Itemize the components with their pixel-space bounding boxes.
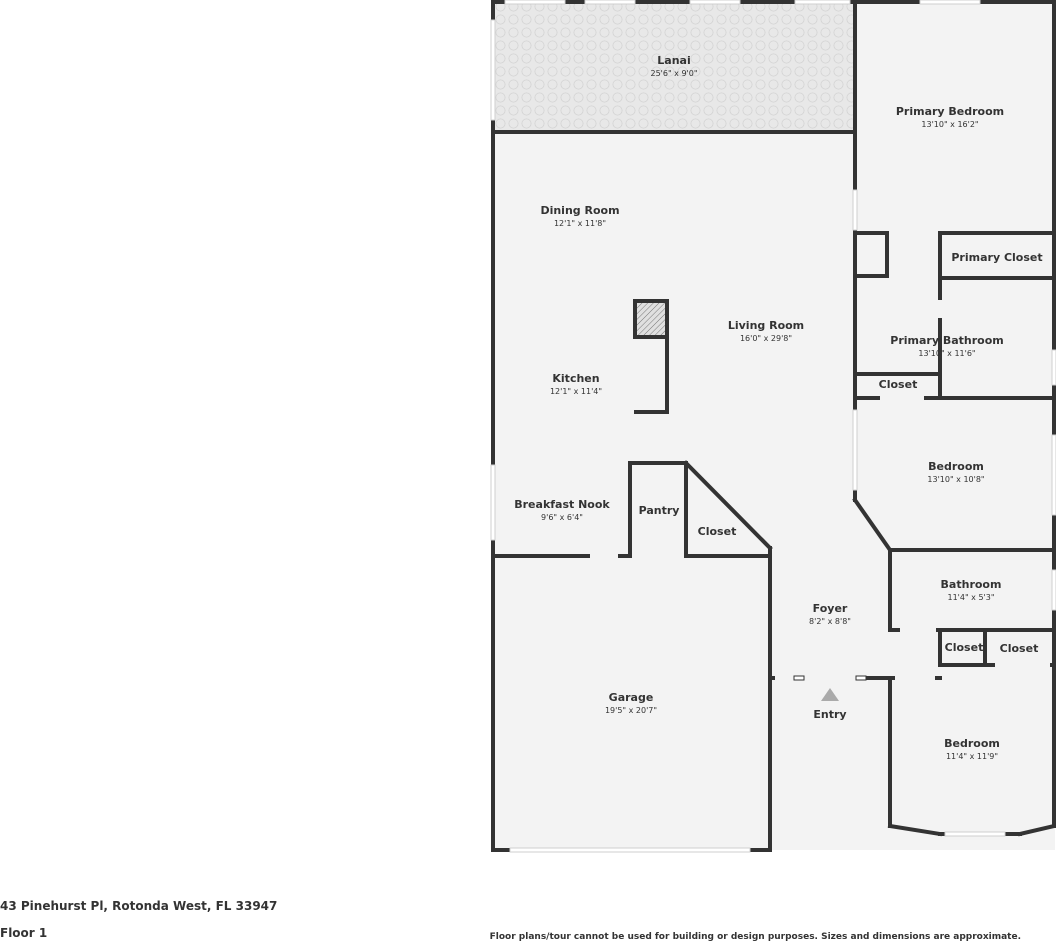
closet-primary-bath-label: Closet bbox=[879, 378, 918, 391]
breakfast-nook-label: Breakfast Nook bbox=[514, 498, 610, 511]
closet-hall-1-label: Closet bbox=[945, 641, 984, 654]
foyer-label: Foyer bbox=[813, 602, 848, 615]
entry-arrow-icon bbox=[821, 688, 839, 701]
foyer-dim: 8'2" x 8'8" bbox=[809, 617, 851, 626]
primary-closet-label: Primary Closet bbox=[951, 251, 1042, 264]
primary-bedroom-floor bbox=[855, 4, 1055, 132]
bedroom-2-label: Bedroom bbox=[928, 460, 984, 473]
dining-room-dim: 12'1" x 11'8" bbox=[554, 219, 606, 228]
dining-room-label: Dining Room bbox=[540, 204, 619, 217]
property-address: 43 Pinehurst Pl, Rotonda West, FL 33947 bbox=[0, 899, 278, 913]
primary-bedroom-label: Primary Bedroom bbox=[896, 105, 1004, 118]
lanai-dim: 25'6" x 9'0" bbox=[650, 69, 697, 78]
entry-door-left bbox=[793, 675, 805, 681]
garage-dim: 19'5" x 20'7" bbox=[605, 706, 657, 715]
garage-label: Garage bbox=[609, 691, 654, 704]
closet-kitchen-label: Closet bbox=[698, 525, 737, 538]
bedroom-3-label: Bedroom bbox=[944, 737, 1000, 750]
hatched-column bbox=[633, 299, 669, 339]
living-room-label: Living Room bbox=[728, 319, 804, 332]
lanai-floor bbox=[493, 4, 853, 132]
primary-bedroom-dim: 13'10" x 16'2" bbox=[921, 120, 978, 129]
disclaimer-text: Floor plans/tour cannot be used for buil… bbox=[489, 932, 1021, 942]
living-room-dim: 16'0" x 29'8" bbox=[740, 334, 792, 343]
breakfast-nook-dim: 9'6" x 6'4" bbox=[541, 513, 583, 522]
entry-door-right bbox=[855, 675, 867, 681]
lanai-label: Lanai bbox=[657, 54, 690, 67]
kitchen-label: Kitchen bbox=[552, 372, 599, 385]
primary-bathroom-dim: 13'10" x 11'6" bbox=[918, 349, 975, 358]
bathroom-dim: 11'4" x 5'3" bbox=[947, 593, 994, 602]
main-floor bbox=[493, 132, 1055, 850]
door-openings bbox=[590, 300, 1050, 681]
pantry-label: Pantry bbox=[639, 504, 680, 517]
bedroom-2-dim: 13'10" x 10'8" bbox=[927, 475, 984, 484]
floor-label: Floor 1 bbox=[0, 926, 48, 940]
bedroom-3-dim: 11'4" x 11'9" bbox=[946, 752, 998, 761]
walls bbox=[491, 0, 1056, 852]
closet-hall-2-label: Closet bbox=[1000, 642, 1039, 655]
kitchen-dim: 12'1" x 11'4" bbox=[550, 387, 602, 396]
windows bbox=[490, 0, 1056, 853]
primary-bathroom-label: Primary Bathroom bbox=[890, 334, 1003, 347]
entry-label: Entry bbox=[813, 708, 846, 721]
bathroom-label: Bathroom bbox=[941, 578, 1002, 591]
